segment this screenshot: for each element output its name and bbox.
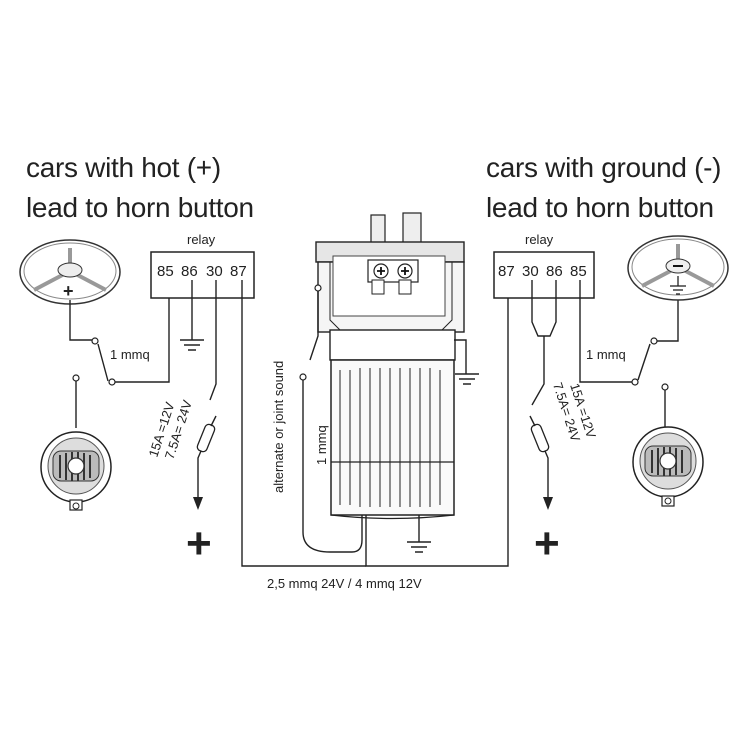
compressor-side-ground-wire	[454, 339, 467, 374]
button-wire-left	[69, 300, 92, 341]
horn-right	[632, 383, 704, 507]
switch-contact-left-bottom	[108, 378, 116, 386]
switch-wire-center-bottom	[302, 380, 363, 553]
fuse-labels-right: 15A =12V 7.5A= 24V	[550, 381, 599, 444]
fuse-right	[530, 423, 550, 453]
ground-symbol-button-right	[670, 276, 686, 295]
ground-symbol-compressor-side	[455, 373, 479, 385]
left-wire-label: 1 mmq	[110, 347, 150, 362]
center-wire-label: 1 mmq	[314, 425, 329, 465]
horn-button-left: +	[19, 239, 121, 305]
relay-right-pin-86: 86	[546, 263, 563, 280]
relay-left-caption: relay	[187, 232, 216, 247]
button-wire-right	[657, 300, 679, 342]
left-title-line-2: lead to horn button	[26, 192, 254, 223]
left-title-line-1: cars with hot (+)	[26, 152, 221, 183]
button-plus-sign: +	[63, 281, 74, 301]
bottom-cable-label: 2,5 mmq 24V / 4 mmq 12V	[267, 576, 422, 591]
relay-right-pin-87: 87	[498, 263, 515, 280]
relay-right-caption: relay	[525, 232, 554, 247]
air-compressor	[315, 212, 465, 520]
switch-wire-center-top	[309, 290, 319, 361]
fuse-wire-left	[197, 415, 217, 500]
switch-contact-right-top	[650, 337, 658, 345]
relay-left-pin-87: 87	[230, 263, 247, 280]
fuse-left	[196, 423, 216, 453]
relay-85-wire-right	[579, 280, 632, 383]
horn-button-right	[627, 235, 729, 301]
supply-plus-left: +	[186, 519, 212, 568]
right-wire-label: 1 mmq	[586, 347, 626, 362]
fuse-wire-right	[529, 415, 549, 500]
switch-blade-right	[637, 343, 651, 381]
switch-contact-left-top	[91, 337, 99, 345]
alternate-switch-label: alternate or joint sound	[271, 361, 286, 493]
relay-85-wire-left	[115, 280, 170, 383]
switch-contact-center-bottom	[299, 373, 307, 381]
relay-right-pin-30: 30	[522, 263, 539, 280]
relay-left: relay 85 86 30 87	[150, 232, 255, 299]
bottom-power-cable	[365, 280, 509, 567]
right-title-line-1: cars with ground (-)	[486, 152, 722, 183]
relay-left-pin-30: 30	[206, 263, 223, 280]
arrow-down-right	[543, 497, 553, 510]
relay-87-wire-left	[241, 280, 366, 567]
ground-symbol-left	[180, 339, 204, 351]
relay-left-pin-86: 86	[181, 263, 198, 280]
horn-left	[40, 374, 112, 511]
arrow-down-left	[193, 497, 203, 510]
relay-30-wire-left	[209, 280, 217, 401]
relay-fuse-wire-right	[531, 336, 545, 406]
relay-left-pin-85: 85	[157, 263, 174, 280]
switch-contact-center-top	[314, 284, 322, 292]
ground-symbol-compressor	[407, 541, 431, 553]
supply-plus-right: +	[534, 519, 560, 568]
relay-right: relay 87 30 86 85	[493, 232, 595, 299]
right-title-line-2: lead to horn button	[486, 192, 714, 223]
relay-right-pin-85: 85	[570, 263, 587, 280]
switch-blade-left	[97, 343, 109, 382]
fuse-labels-left: 15A =12V 7.5A= 24V	[146, 398, 195, 461]
switch-contact-right-bottom	[631, 378, 639, 386]
